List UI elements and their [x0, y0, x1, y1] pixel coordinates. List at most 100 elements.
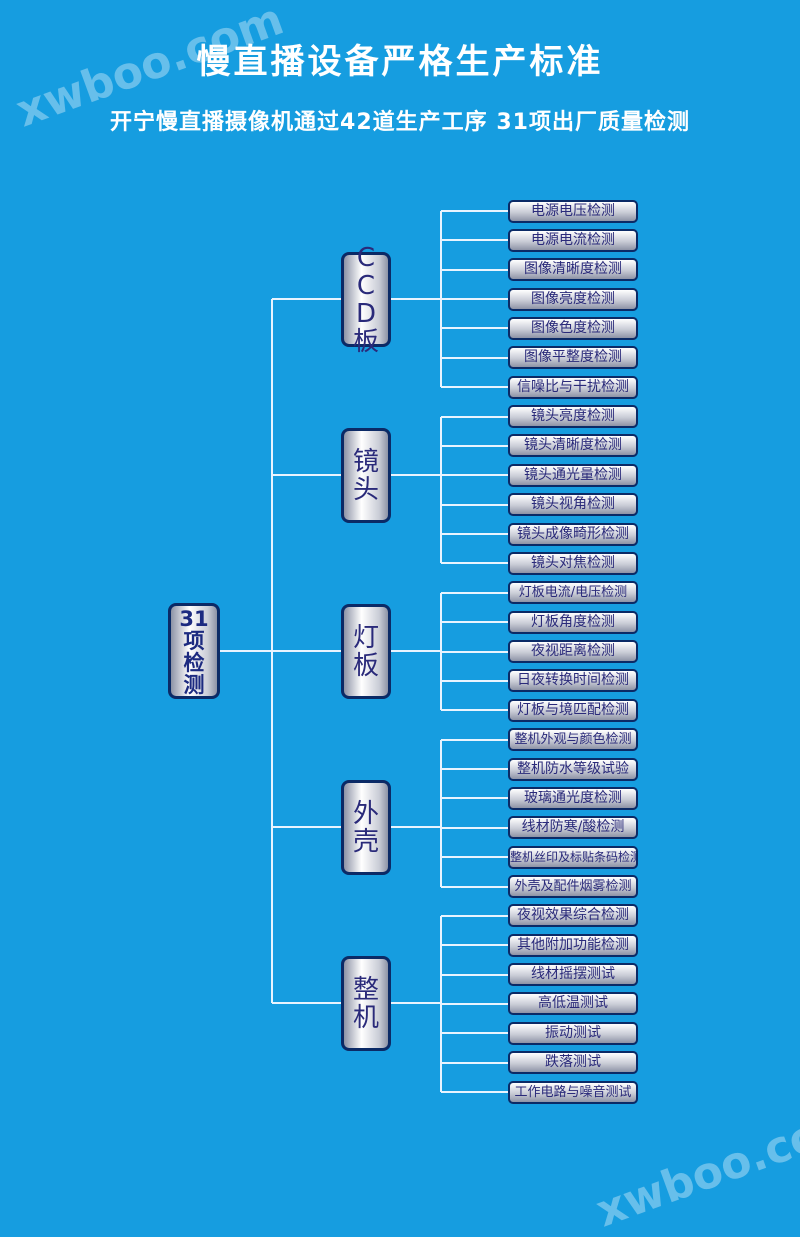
connector-line	[441, 239, 508, 242]
inspection-item: 灯板电流/电压检测	[508, 581, 638, 605]
category-label: 灯	[352, 622, 379, 653]
inspection-item: 外壳及配件烟雾检测	[508, 875, 638, 898]
category-label: 板	[352, 326, 379, 357]
inspection-item: 日夜转换时间检测	[508, 669, 638, 693]
category-label: 整	[352, 974, 379, 1005]
inspection-item: 图像色度检测	[508, 316, 638, 340]
category-label: 壳	[352, 826, 379, 857]
inspection-item: 跌落测试	[508, 1051, 638, 1075]
connector-line	[391, 650, 441, 652]
inspection-item: 电源电压检测	[508, 199, 638, 223]
connector-line	[441, 826, 508, 829]
inspection-item: 工作电路与噪音测试	[508, 1080, 638, 1104]
inspection-item: 镜头对焦检测	[508, 551, 638, 575]
inspection-item: 夜视距离检测	[508, 640, 638, 664]
category-label: 外	[352, 798, 379, 829]
connector-line	[441, 327, 508, 330]
inspection-item: 电源电流检测	[508, 228, 638, 252]
connector-line	[272, 826, 341, 828]
connector-line	[441, 444, 508, 447]
category-node: 镜头	[341, 428, 391, 523]
root-label: 测	[183, 673, 205, 697]
inspection-item: 夜视效果综合检测	[508, 904, 638, 928]
branch-line	[440, 416, 442, 564]
inspection-item: 整机外观与颜色检测	[508, 728, 638, 752]
inspection-item: 灯板角度检测	[508, 610, 638, 634]
root-label: 项	[183, 629, 205, 653]
connector-line	[272, 298, 341, 300]
connector-line	[441, 562, 508, 565]
connector-line	[441, 415, 508, 418]
category-label: 板	[352, 650, 379, 681]
inspection-item: 图像亮度检测	[508, 287, 638, 311]
connector-line	[272, 650, 341, 652]
connector-line	[441, 944, 508, 947]
connector-line	[441, 621, 508, 624]
inspection-item: 其他附加功能检测	[508, 933, 638, 957]
connector-line	[391, 298, 441, 300]
connector-line	[441, 268, 508, 271]
connector-line	[441, 298, 508, 301]
connector-line	[441, 356, 508, 359]
inspection-item: 线材摇摆测试	[508, 963, 638, 987]
inspection-item: 图像平整度检测	[508, 346, 638, 370]
connector-line	[441, 591, 508, 594]
page-title: 慢直播设备严格生产标准	[196, 42, 604, 82]
connector-line	[441, 386, 508, 389]
connector-line	[441, 1002, 508, 1005]
connector-line	[441, 1061, 508, 1064]
connector-line	[441, 973, 508, 976]
connector-line	[441, 738, 508, 741]
watermark: xwboo.com	[589, 1093, 800, 1237]
branch-line	[440, 739, 442, 887]
connector-line	[272, 474, 341, 476]
root-label: 31	[179, 607, 209, 631]
connector-line	[441, 768, 508, 771]
connector-line	[220, 650, 272, 652]
inspection-item: 信噪比与干扰检测	[508, 375, 638, 399]
inspection-item: 振动测试	[508, 1021, 638, 1045]
category-label: C	[356, 242, 376, 273]
category-label: 头	[352, 474, 379, 505]
inspection-item: 玻璃通光度检测	[508, 786, 638, 810]
connector-line	[391, 474, 441, 476]
inspection-item: 镜头亮度检测	[508, 405, 638, 429]
connector-line	[391, 1002, 441, 1004]
connector-line	[272, 1002, 341, 1004]
inspection-item: 整机防水等级试验	[508, 757, 638, 781]
inspection-item: 整机丝印及标贴条码检测	[508, 845, 638, 869]
inspection-item: 镜头清晰度检测	[508, 434, 638, 458]
connector-line	[441, 797, 508, 800]
inspection-item: 镜头成像畸形检测	[508, 522, 638, 546]
connector-line	[441, 503, 508, 506]
connector-line	[441, 474, 508, 477]
inspection-item: 灯板与境匹配检测	[508, 698, 638, 722]
connector-line	[441, 709, 508, 712]
inspection-item: 镜头通光量检测	[508, 463, 638, 487]
inspection-item: 高低温测试	[508, 992, 638, 1016]
connector-line	[441, 679, 508, 682]
inspection-item: 线材防寒/酸检测	[508, 816, 638, 840]
category-label: 机	[352, 1002, 379, 1033]
connector-line	[441, 1032, 508, 1035]
category-label: C	[356, 270, 376, 301]
category-label: 镜	[352, 446, 379, 477]
category-node: 整机	[341, 956, 391, 1051]
category-label: D	[355, 298, 377, 329]
inspection-item: 镜头视角检测	[508, 493, 638, 517]
connector-line	[441, 1091, 508, 1094]
root-label: 检	[183, 651, 205, 675]
category-node: 外壳	[341, 780, 391, 875]
connector-line	[441, 533, 508, 536]
connector-line	[441, 210, 508, 212]
page-subtitle: 开宁慢直播摄像机通过42道生产工序 31项出厂质量检测	[110, 110, 690, 135]
connector-line	[441, 856, 508, 859]
connector-line	[441, 650, 508, 653]
connector-line	[391, 826, 441, 828]
inspection-item: 图像清晰度检测	[508, 258, 638, 282]
connector-line	[441, 914, 508, 917]
category-node: 灯板	[341, 604, 391, 699]
connector-line	[441, 885, 508, 888]
